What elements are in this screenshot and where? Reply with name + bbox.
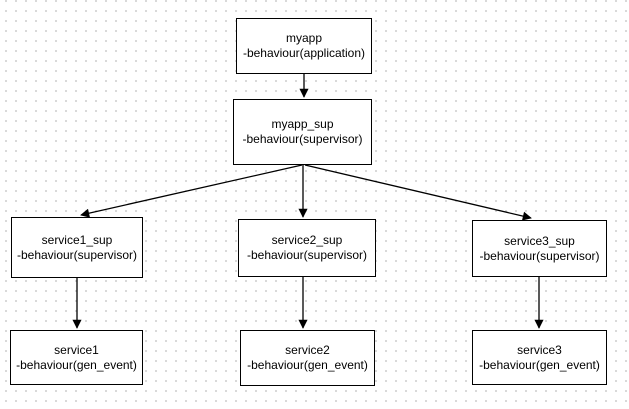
- node-myapp-sup[interactable]: myapp_sup -behaviour(supervisor): [233, 99, 372, 165]
- node-subtitle: -behaviour(supervisor): [479, 248, 600, 263]
- node-service1-sup[interactable]: service1_sup -behaviour(supervisor): [11, 217, 143, 278]
- node-subtitle: -behaviour(supervisor): [16, 247, 138, 262]
- node-title: myapp_sup: [271, 117, 334, 131]
- edge-myapp-sup-to-service1-sup[interactable]: [80, 164, 303, 218]
- node-service2-sup[interactable]: service2_sup -behaviour(supervisor): [238, 219, 376, 277]
- node-service1[interactable]: service1 -behaviour(gen_event): [10, 330, 143, 385]
- node-subtitle: -behaviour(gen_event): [479, 357, 600, 372]
- node-title: service3_sup: [504, 233, 575, 248]
- node-title: service1_sup: [41, 232, 113, 247]
- node-service3[interactable]: service3 -behaviour(gen_event): [472, 330, 607, 385]
- node-subtitle: -behaviour(application): [242, 46, 366, 60]
- node-subtitle: -behaviour(gen_event): [16, 357, 137, 372]
- edge-myapp-sup-to-service3-sup[interactable]: [304, 164, 532, 221]
- node-title: service2_sup: [271, 233, 343, 247]
- node-title: service3: [517, 342, 562, 357]
- node-subtitle: -behaviour(gen_event): [247, 358, 368, 372]
- node-subtitle: -behaviour(supervisor): [242, 132, 363, 146]
- node-myapp[interactable]: myapp -behaviour(application): [236, 18, 372, 74]
- node-title: myapp: [285, 31, 323, 45]
- node-service3-sup[interactable]: service3_sup -behaviour(supervisor): [472, 220, 607, 277]
- node-service2[interactable]: service2 -behaviour(gen_event): [240, 330, 375, 386]
- node-title: service2: [285, 343, 330, 357]
- node-title: service1: [54, 342, 99, 357]
- node-subtitle: -behaviour(supervisor): [246, 248, 368, 262]
